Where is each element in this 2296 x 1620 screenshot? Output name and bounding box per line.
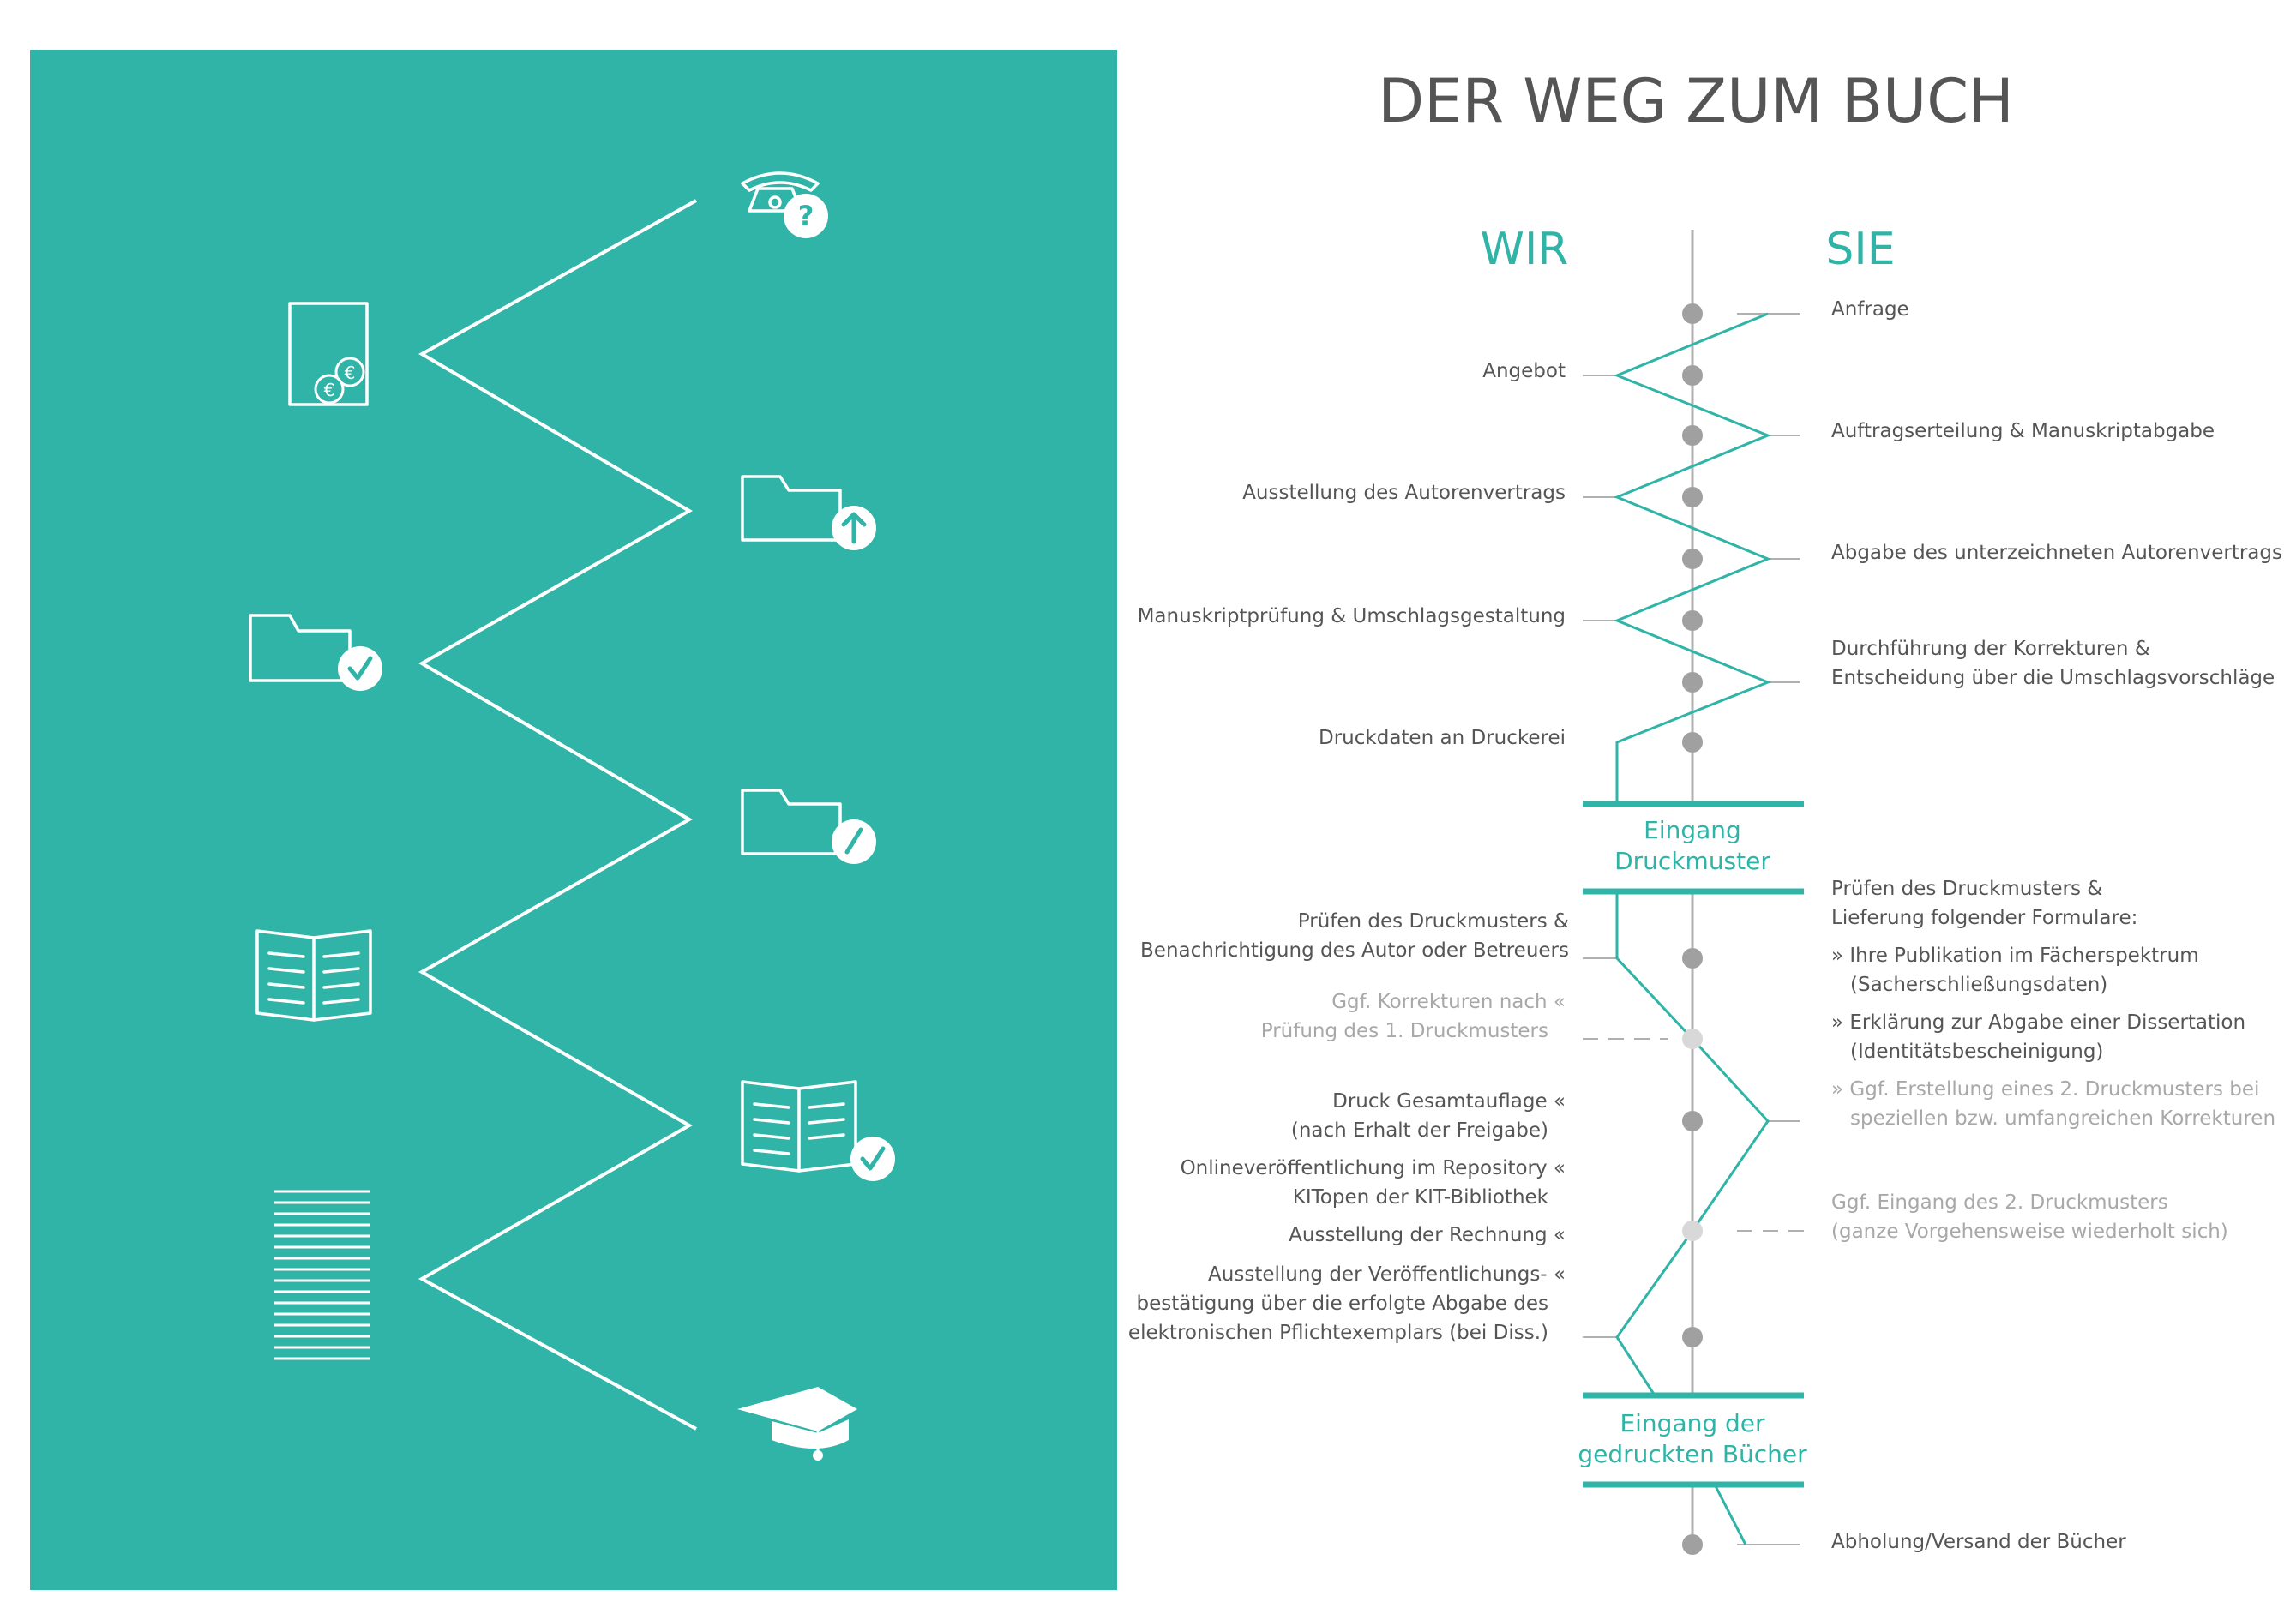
step-rechnung: Ausstellung der Rechnung « xyxy=(1289,1224,1566,1246)
timeline-dots xyxy=(1682,303,1703,1555)
step-pruefen-line2: Benachrichtigung des Autor oder Betreuer… xyxy=(1140,939,1569,962)
milestone-druckmuster-line2: Druckmuster xyxy=(1614,847,1770,875)
step-dot xyxy=(1682,549,1703,569)
step-dot xyxy=(1682,487,1703,507)
open-book-icon xyxy=(255,929,372,1022)
step-dot xyxy=(1682,303,1703,324)
step-dot-optional xyxy=(1682,1029,1703,1049)
step-dot xyxy=(1682,610,1703,631)
step-dot xyxy=(1682,1111,1703,1131)
form-item-3-line2: speziellen bzw. umfangreichen Korrekture… xyxy=(1850,1107,2275,1130)
step-eingang2-line1: Ggf. Eingang des 2. Druckmusters xyxy=(1831,1191,2168,1214)
step-dot xyxy=(1682,1534,1703,1555)
step-online-line2: KITopen der KIT-Bibliothek xyxy=(1293,1186,1549,1209)
step-auftrag: Auftragserteilung & Manuskriptabgabe xyxy=(1831,420,2215,442)
folder-check-icon xyxy=(249,614,382,691)
form-item-1-line1: » Ihre Publikation im Fächerspektrum xyxy=(1831,945,2199,967)
dashed-ticks xyxy=(1583,1038,1804,1232)
form-item-3-line1: » Ggf. Erstellung eines 2. Druckmusters … xyxy=(1831,1078,2259,1101)
step-bestaetigung-line2: bestätigung über die erfolgte Abgabe des xyxy=(1136,1293,1548,1315)
step-dot xyxy=(1682,732,1703,753)
timeline-zigzag-2 xyxy=(1615,891,1770,1396)
step-sie-intro-line1: Prüfen des Druckmusters & xyxy=(1831,878,2102,900)
step-ticks xyxy=(1583,313,1800,1545)
step-bestaetigung-line1: Ausstellung der Veröffentlichungs- « xyxy=(1208,1263,1566,1286)
svg-text:?: ? xyxy=(798,200,814,232)
step-anfrage: Anfrage xyxy=(1831,298,1909,321)
svg-text:€: € xyxy=(345,363,356,383)
step-druck-line2: (nach Erhalt der Freigabe) xyxy=(1291,1119,1548,1142)
zigzag-path xyxy=(418,199,697,1431)
form-item-2-line1: » Erklärung zur Abgabe einer Dissertatio… xyxy=(1831,1011,2245,1034)
phone-question-icon: ? xyxy=(741,171,828,238)
step-ggf-korrekturen-line2: Prüfung des 1. Druckmusters xyxy=(1261,1020,1548,1042)
step-angebot: Angebot xyxy=(1482,360,1566,382)
milestone-buecher-line1: Eingang der xyxy=(1620,1409,1765,1437)
step-bestaetigung-line3: elektronischen Pflichtexemplars (bei Dis… xyxy=(1128,1322,1548,1344)
column-header-wir: WIR xyxy=(1481,224,1569,275)
step-dot xyxy=(1682,425,1703,446)
step-abholung: Abholung/Versand der Bücher xyxy=(1831,1531,2126,1553)
step-pruefen-line1: Prüfen des Druckmusters & xyxy=(1298,910,1569,933)
step-druckdaten: Druckdaten an Druckerei xyxy=(1319,727,1566,749)
step-dot xyxy=(1682,365,1703,386)
step-online-line1: Onlineveröffentlichung im Repository « xyxy=(1181,1157,1566,1179)
step-pruefung: Manuskriptprüfung & Umschlagsgestaltung xyxy=(1138,605,1566,627)
timeline-zigzag-3 xyxy=(1713,1484,1747,1545)
teal-panel xyxy=(30,50,1117,1590)
step-ggf-korrekturen-line1: Ggf. Korrekturen nach « xyxy=(1331,991,1566,1013)
column-header-sie: SIE xyxy=(1825,224,1895,275)
step-druck-line1: Druck Gesamtauflage « xyxy=(1332,1090,1566,1113)
milestone-buecher-line2: gedruckten Bücher xyxy=(1578,1440,1807,1468)
milestone-bars xyxy=(1583,801,1804,1488)
text-lines-icon xyxy=(274,1190,370,1360)
step-korrekturen-line1: Durchführung der Korrekturen & xyxy=(1831,638,2150,660)
form-item-2-line2: (Identitätsbescheinigung) xyxy=(1850,1041,2103,1063)
step-eingang2-line2: (ganze Vorgehensweise wiederholt sich) xyxy=(1831,1221,2228,1243)
graduation-cap-icon xyxy=(737,1387,857,1461)
step-dot xyxy=(1682,1327,1703,1347)
step-sie-intro-line2: Lieferung folgender Formulare: xyxy=(1831,907,2137,929)
step-abgabe-vertrag: Abgabe des unterzeichneten Autorenvertra… xyxy=(1831,542,2282,564)
page-title: DER WEG ZUM BUCH xyxy=(1378,66,2014,136)
step-dot xyxy=(1682,672,1703,693)
step-dot-optional xyxy=(1682,1221,1703,1241)
step-dot xyxy=(1682,948,1703,969)
invoice-euro-icon: € € xyxy=(288,302,369,406)
svg-text:€: € xyxy=(324,380,335,400)
folder-edit-icon xyxy=(741,789,876,864)
open-book-check-icon xyxy=(741,1080,895,1181)
timeline-zigzag-1 xyxy=(1613,312,1772,804)
milestone-druckmuster-line1: Eingang xyxy=(1644,816,1741,844)
form-item-1-line2: (Sacherschließungsdaten) xyxy=(1850,974,2107,996)
folder-upload-icon xyxy=(741,475,876,550)
step-vertrag: Ausstellung des Autorenvertrags xyxy=(1242,482,1566,504)
step-korrekturen-line2: Entscheidung über die Umschlagsvorschläg… xyxy=(1831,667,2275,689)
